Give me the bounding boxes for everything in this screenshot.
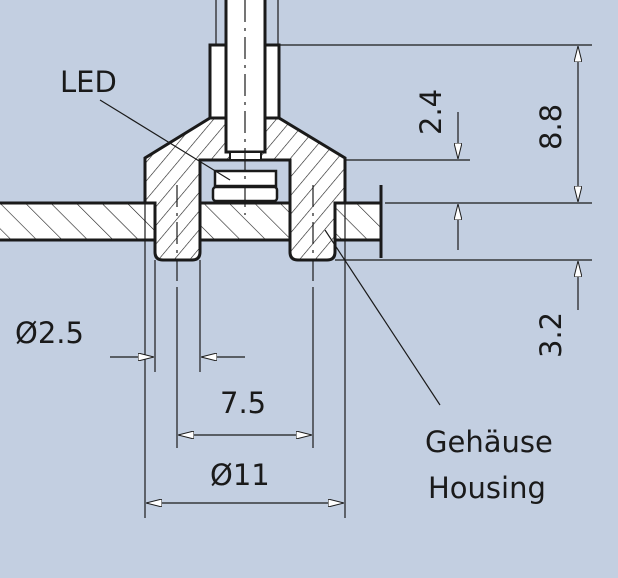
pin-diameter-label: Ø2.5 (15, 316, 84, 350)
led-label: LED (60, 65, 117, 99)
led-leader-line (99, 99, 231, 181)
housing (143, 116, 347, 262)
pin-length-label: 3.2 (534, 312, 568, 358)
housing-leader-line (324, 229, 441, 406)
outer-diameter-label: Ø11 (210, 458, 270, 492)
led-component (211, 169, 279, 203)
led-height-label: 2.4 (414, 89, 448, 135)
dimension-lines (110, 47, 578, 503)
total-height-label: 8.8 (534, 104, 568, 150)
housing-label-en: Housing (428, 471, 546, 505)
housing-label-de: Gehäuse (425, 425, 553, 459)
extension-lines (144, 44, 592, 518)
pin-spacing-label: 7.5 (220, 386, 266, 420)
